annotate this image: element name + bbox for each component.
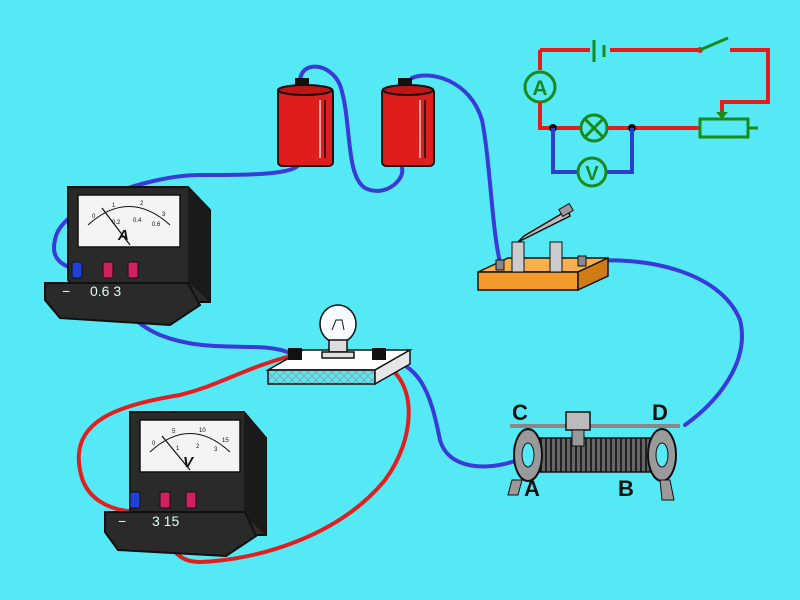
lamp-bulb (319, 304, 357, 359)
ammeter: 0 1 2 3 0.2 0.4 0.6 A − 0.6 3 (44, 186, 211, 327)
rheostat-label-a: A (524, 476, 540, 501)
battery-left (277, 78, 334, 167)
svg-text:2: 2 (140, 201, 144, 207)
svg-text:1: 1 (112, 203, 116, 209)
schematic-voltmeter-symbol: V (576, 156, 608, 188)
rheostat-label-b: B (618, 476, 634, 501)
voltmeter-terminal-labels: 3 15 (152, 513, 179, 529)
svg-text:3: 3 (214, 447, 218, 453)
ammeter-terminal-labels: 0.6 3 (90, 283, 121, 299)
circuit-schematic: A V (523, 36, 770, 188)
svg-text:−: − (118, 513, 126, 529)
svg-text:0.4: 0.4 (133, 218, 142, 224)
ammeter-needle (101, 207, 131, 246)
svg-text:0.2: 0.2 (112, 220, 121, 226)
ammeter-dial-letter: A (117, 227, 129, 244)
schematic-battery-symbol (592, 40, 606, 62)
voltmeter: 0 5 10 15 1 2 3 V − 3 15 (104, 411, 267, 558)
svg-text:5: 5 (172, 429, 176, 435)
ammeter-dial (77, 194, 181, 248)
voltmeter-dial-letter: V (183, 454, 195, 471)
svg-text:0.6: 0.6 (152, 222, 161, 228)
rheostat-slider (565, 411, 591, 431)
lamp-board (265, 304, 413, 386)
knife-switch (477, 202, 609, 292)
svg-text:V: V (585, 163, 599, 185)
svg-text:10: 10 (199, 428, 206, 434)
schematic-switch-symbol (697, 36, 729, 53)
battery-right (381, 78, 435, 167)
rheostat-label-c: C (512, 400, 528, 425)
svg-text:1: 1 (176, 446, 180, 452)
svg-text:0: 0 (92, 214, 96, 220)
svg-text:3: 3 (162, 212, 166, 218)
svg-text:15: 15 (222, 438, 229, 444)
svg-text:A: A (532, 77, 547, 100)
rheostat: C D A B (507, 400, 680, 501)
voltmeter-needle (161, 435, 191, 471)
schematic-ammeter-symbol: A (523, 70, 557, 104)
schematic-lamp-symbol (579, 113, 609, 143)
svg-text:0: 0 (152, 441, 156, 447)
rheostat-label-d: D (652, 400, 668, 425)
svg-text:−: − (62, 283, 70, 299)
svg-text:2: 2 (196, 444, 200, 450)
